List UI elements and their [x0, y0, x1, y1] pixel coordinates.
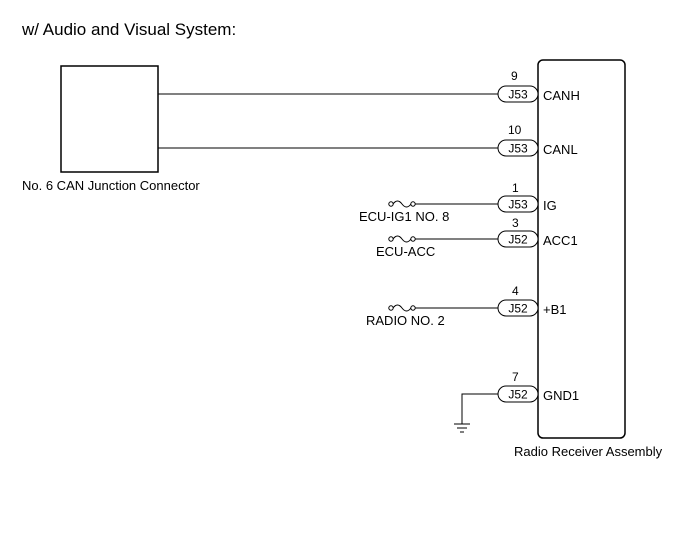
pin-number-acc1: 3 [512, 216, 519, 230]
fuse-ecu-acc [388, 235, 416, 243]
fuse-label-radio-no2: RADIO NO. 2 [366, 313, 445, 328]
connector-id-ig: J53 [508, 198, 528, 212]
pin-number-b1: 4 [512, 284, 519, 298]
terminal-name-canl: CANL [543, 142, 578, 157]
connector-badge-canl [497, 139, 539, 157]
connector-badge-ig [497, 195, 539, 213]
terminal-name-b1: +B1 [543, 302, 567, 317]
connector-id-b1: J52 [508, 302, 528, 316]
pin-number-gnd1: 7 [512, 370, 519, 384]
connector-badge-gnd1 [497, 385, 539, 403]
can-junction-connector-label: No. 6 CAN Junction Connector [22, 178, 200, 193]
pin-number-canh: 9 [511, 69, 518, 83]
pin-number-canl: 10 [508, 123, 522, 137]
connector-id-gnd1: J52 [508, 388, 528, 402]
terminal-name-canh: CANH [543, 88, 580, 103]
diagram-title: w/ Audio and Visual System: [21, 20, 236, 39]
connector-badge-acc1 [497, 230, 539, 248]
terminal-name-gnd1: GND1 [543, 388, 579, 403]
connector-badge-canh [497, 85, 539, 103]
fuse-label-ecu-ig1-no8: ECU-IG1 NO. 8 [359, 209, 449, 224]
fuse-radio-no2 [388, 304, 416, 312]
radio-receiver-assembly-box [537, 59, 626, 439]
connector-badge-b1 [497, 299, 539, 317]
connector-id-acc1: J52 [508, 233, 528, 247]
connector-id-canl: J53 [508, 142, 528, 156]
terminal-name-ig: IG [543, 198, 557, 213]
fuse-ecu-ig1-no8 [388, 200, 416, 208]
radio-receiver-assembly-label: Radio Receiver Assembly [514, 444, 663, 459]
gnd1-wire [461, 393, 498, 424]
terminal-name-acc1: ACC1 [543, 233, 578, 248]
pin-number-ig: 1 [512, 181, 519, 195]
can-junction-connector-box [60, 65, 159, 173]
fuse-label-ecu-acc: ECU-ACC [376, 244, 435, 259]
ground-icon [454, 423, 470, 433]
connector-id-canh: J53 [508, 88, 528, 102]
